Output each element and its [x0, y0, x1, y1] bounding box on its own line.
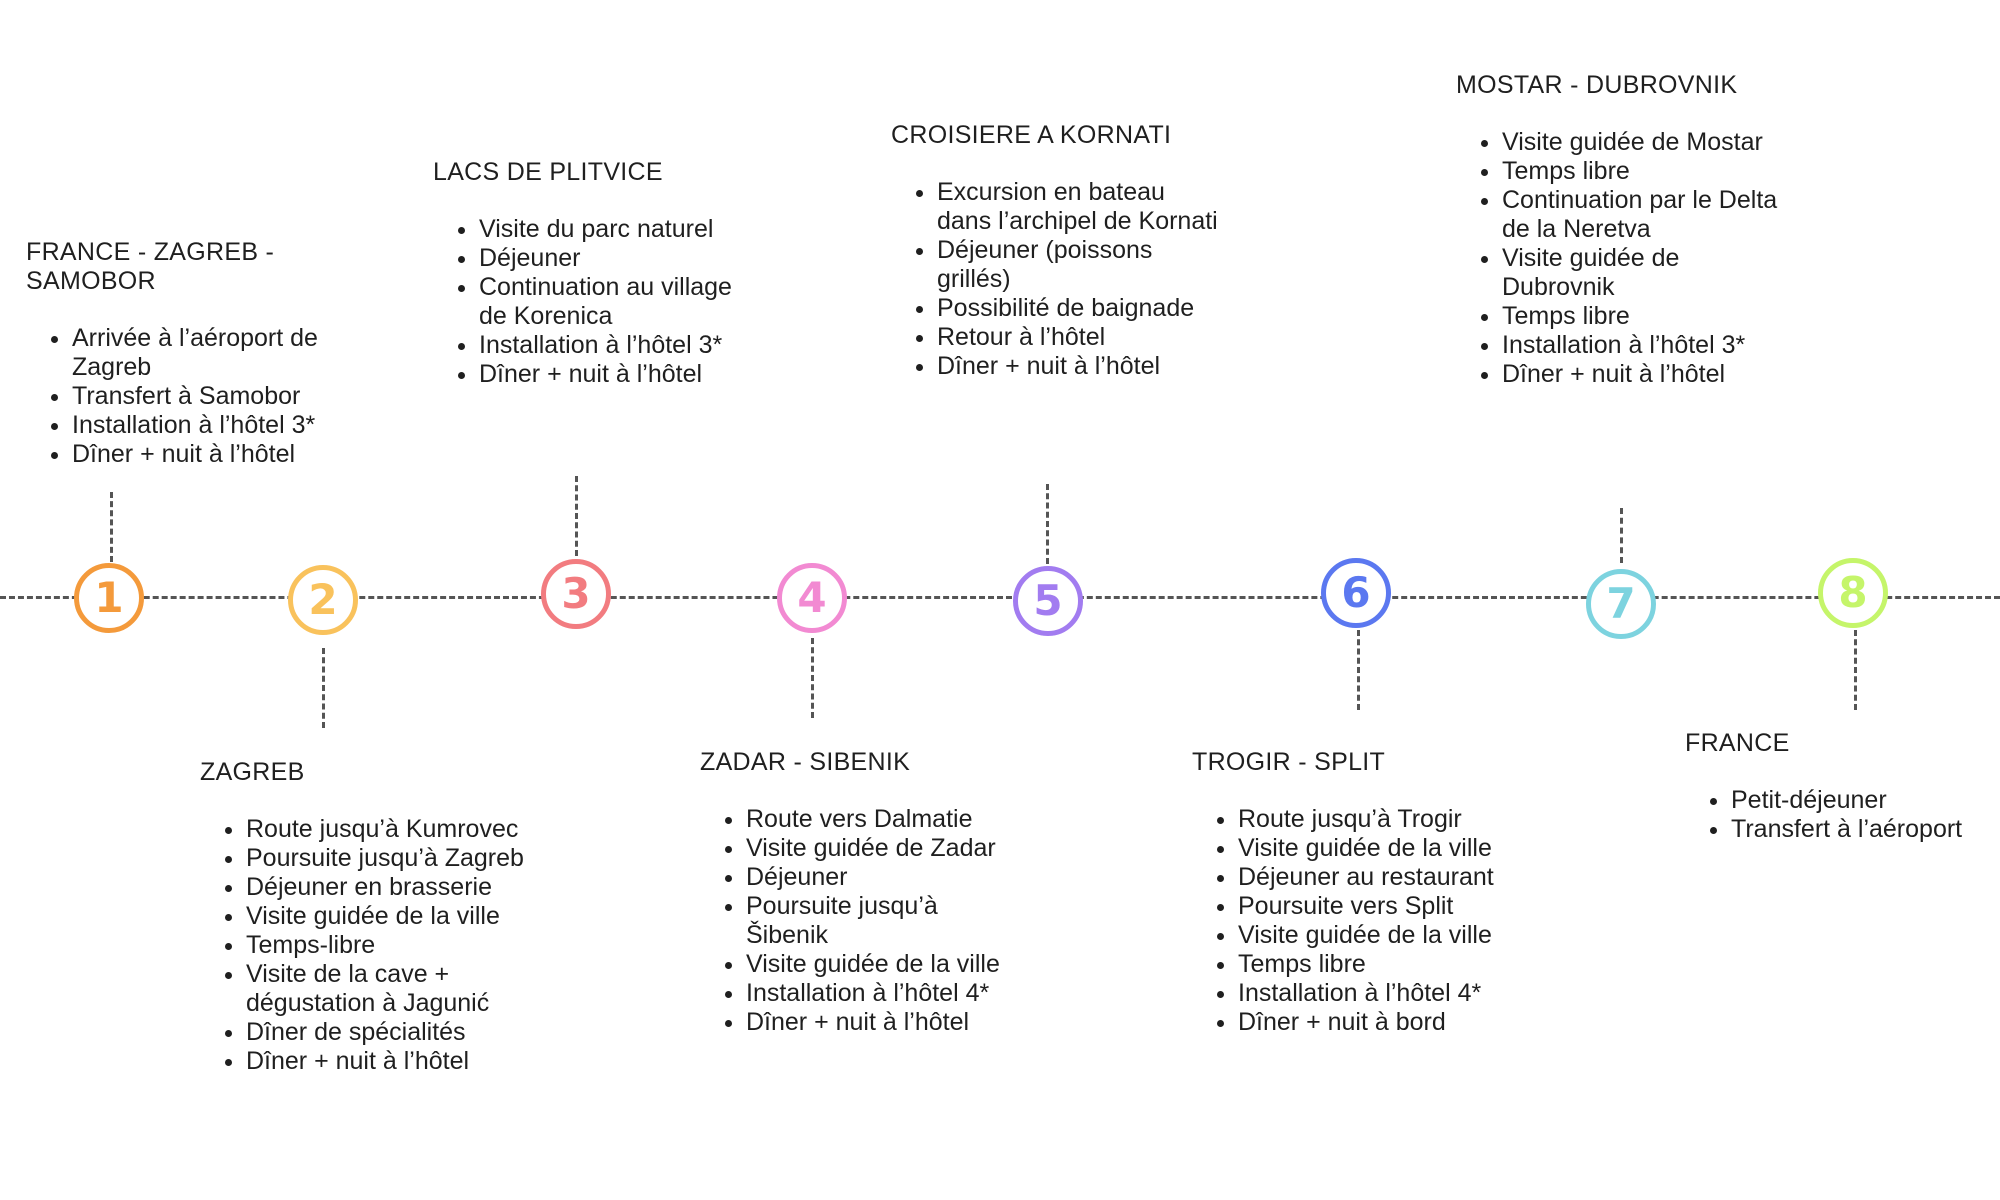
activity-item: Installation à l’hôtel 3*	[1502, 331, 1796, 360]
day-1-node: 1	[74, 563, 144, 633]
day-activity-list: Route jusqu’à TrogirVisite guidée de la …	[1192, 805, 1562, 1037]
activity-item: Dîner + nuit à l’hôtel	[479, 360, 743, 389]
activity-item: Temps libre	[1238, 950, 1562, 979]
connector-7	[1620, 508, 1623, 563]
activity-item: Visite du parc naturel	[479, 215, 743, 244]
day-4-node: 4	[777, 563, 847, 633]
activity-item: Dîner + nuit à l’hôtel	[746, 1008, 1010, 1037]
day-number: 3	[561, 569, 591, 618]
day-activity-list: Arrivée à l’aéroport de ZagrebTransfert …	[26, 324, 366, 469]
activity-item: Visite guidée de Dubrovnik	[1502, 244, 1796, 302]
day-activity-list: Route jusqu’à KumrovecPoursuite jusqu’à …	[200, 815, 570, 1076]
activity-item: Poursuite vers Split	[1238, 892, 1562, 921]
activity-item: Déjeuner	[479, 244, 743, 273]
activity-item: Dîner + nuit à bord	[1238, 1008, 1562, 1037]
activity-item: Temps libre	[1502, 302, 1796, 331]
day-2-block: ZAGREB Route jusqu’à KumrovecPoursuite j…	[200, 758, 570, 1076]
activity-item: Transfert à Samobor	[72, 382, 366, 411]
activity-item: Visite de la cave + dégustation à Jaguni…	[246, 960, 570, 1018]
day-title: LACS DE PLITVICE	[433, 158, 663, 186]
day-title: CROISIERE A KORNATI	[891, 121, 1172, 149]
activity-item: Arrivée à l’aéroport de Zagreb	[72, 324, 366, 382]
day-number: 8	[1838, 568, 1868, 617]
day-7-node: 7	[1586, 569, 1656, 639]
activity-item: Temps-libre	[246, 931, 570, 960]
day-3-node: 3	[541, 559, 611, 629]
activity-item: Déjeuner (poissons grillés)	[937, 236, 1221, 294]
activity-item: Visite guidée de la ville	[1238, 921, 1562, 950]
activity-item: Route jusqu’à Trogir	[1238, 805, 1562, 834]
day-4-block: ZADAR - SIBENIK Route vers DalmatieVisit…	[700, 748, 1010, 1037]
activity-item: Dîner + nuit à l’hôtel	[246, 1047, 570, 1076]
activity-item: Déjeuner en brasserie	[246, 873, 570, 902]
activity-item: Visite guidée de la ville	[746, 950, 1010, 979]
activity-item: Installation à l’hôtel 4*	[1238, 979, 1562, 1008]
activity-item: Dîner de spécialités	[246, 1018, 570, 1047]
activity-item: Route vers Dalmatie	[746, 805, 1010, 834]
day-6-node: 6	[1321, 558, 1391, 628]
day-title: ZADAR - SIBENIK	[700, 748, 911, 776]
day-number: 4	[797, 573, 827, 622]
day-7-block: MOSTAR - DUBROVNIK Visite guidée de Most…	[1456, 71, 1796, 389]
day-number: 5	[1033, 576, 1063, 625]
activity-item: Installation à l’hôtel 4*	[746, 979, 1010, 1008]
day-title: ZAGREB	[200, 758, 305, 786]
day-title: FRANCE	[1685, 729, 1790, 757]
activity-item: Poursuite jusqu’à Zagreb	[246, 844, 570, 873]
day-6-block: TROGIR - SPLIT Route jusqu’à TrogirVisit…	[1192, 748, 1562, 1037]
day-activity-list: Route vers DalmatieVisite guidée de Zada…	[700, 805, 1010, 1037]
activity-item: Déjeuner au restaurant	[1238, 863, 1562, 892]
timeline-line	[0, 596, 2000, 599]
activity-item: Dîner + nuit à l’hôtel	[72, 440, 366, 469]
activity-item: Possibilité de baignade	[937, 294, 1221, 323]
connector-1	[110, 492, 113, 562]
activity-item: Retour à l’hôtel	[937, 323, 1221, 352]
day-2-node: 2	[288, 565, 358, 635]
activity-item: Petit-déjeuner	[1731, 786, 1997, 815]
activity-item: Poursuite jusqu’à Šibenik	[746, 892, 1010, 950]
day-activity-list: Visite du parc naturelDéjeunerContinuati…	[433, 215, 743, 389]
activity-item: Continuation au village de Korenica	[479, 273, 743, 331]
activity-item: Visite guidée de Mostar	[1502, 128, 1796, 157]
day-activity-list: Excursion en bateau dans l’archipel de K…	[891, 178, 1221, 381]
activity-item: Route jusqu’à Kumrovec	[246, 815, 570, 844]
activity-item: Visite guidée de la ville	[1238, 834, 1562, 863]
connector-3	[575, 476, 578, 556]
activity-item: Temps libre	[1502, 157, 1796, 186]
activity-item: Dîner + nuit à l’hôtel	[937, 352, 1221, 381]
activity-item: Excursion en bateau dans l’archipel de K…	[937, 178, 1221, 236]
day-title: MOSTAR - DUBROVNIK	[1456, 71, 1738, 99]
day-5-block: CROISIERE A KORNATI Excursion en bateau …	[891, 121, 1221, 381]
day-number: 6	[1341, 568, 1371, 617]
activity-item: Transfert à l’aéroport	[1731, 815, 1997, 844]
day-activity-list: Petit-déjeunerTransfert à l’aéroport	[1685, 786, 1997, 844]
day-activity-list: Visite guidée de MostarTemps libreContin…	[1456, 128, 1796, 389]
activity-item: Visite guidée de Zadar	[746, 834, 1010, 863]
activity-item: Déjeuner	[746, 863, 1010, 892]
day-number: 7	[1606, 579, 1636, 628]
day-number: 1	[94, 573, 124, 622]
connector-2	[322, 648, 325, 728]
connector-4	[811, 638, 814, 718]
day-5-node: 5	[1013, 566, 1083, 636]
day-8-block: FRANCE Petit-déjeunerTransfert à l’aérop…	[1685, 729, 1997, 844]
day-8-node: 8	[1818, 558, 1888, 628]
activity-item: Installation à l’hôtel 3*	[479, 331, 743, 360]
connector-6	[1357, 630, 1360, 710]
day-title: FRANCE - ZAGREB - SAMOBOR	[26, 238, 275, 295]
activity-item: Continuation par le Delta de la Neretva	[1502, 186, 1796, 244]
connector-8	[1854, 630, 1857, 710]
activity-item: Visite guidée de la ville	[246, 902, 570, 931]
connector-5	[1046, 484, 1049, 564]
day-title: TROGIR - SPLIT	[1192, 748, 1386, 776]
day-number: 2	[308, 575, 338, 624]
day-3-block: LACS DE PLITVICE Visite du parc naturelD…	[433, 158, 743, 389]
activity-item: Dîner + nuit à l’hôtel	[1502, 360, 1796, 389]
activity-item: Installation à l’hôtel 3*	[72, 411, 366, 440]
day-1-block: FRANCE - ZAGREB - SAMOBOR Arrivée à l’aé…	[26, 238, 366, 469]
